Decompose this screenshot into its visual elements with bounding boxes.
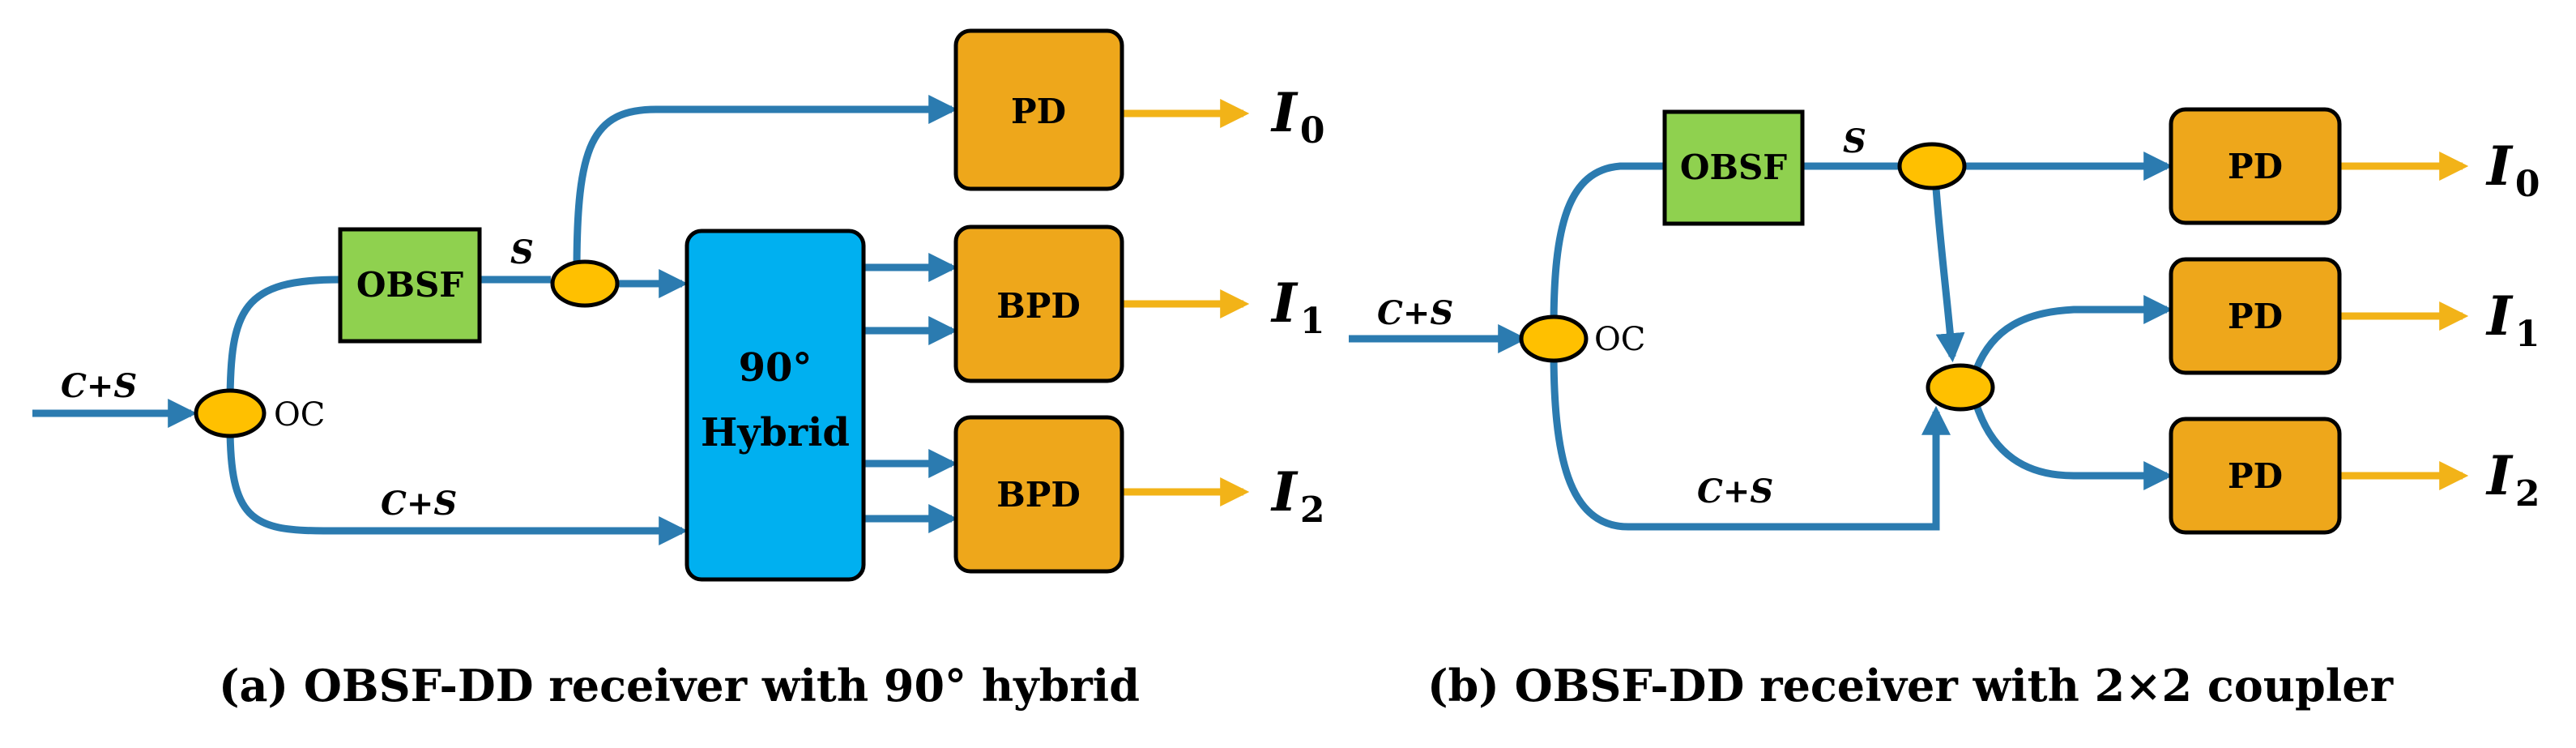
hybrid-box xyxy=(685,229,866,582)
obsf-label-b: OBSF xyxy=(1680,147,1787,187)
bpd2-label: BPD xyxy=(996,475,1081,515)
splitter-b xyxy=(1897,142,1967,190)
output-i0-b: I0 xyxy=(2485,135,2540,205)
output-i1-b-main: I xyxy=(2485,284,2514,348)
s-label-a: S xyxy=(510,233,534,271)
output-i1-b: I1 xyxy=(2485,284,2540,355)
output-i0-a: I0 xyxy=(1270,81,1325,152)
output-i1-a: I1 xyxy=(1270,271,1325,342)
fiber-coupler-to-pd2-b xyxy=(1973,404,2173,490)
hybrid-label-line2: Hybrid xyxy=(701,410,850,455)
output-i0-a-main: I xyxy=(1270,81,1299,144)
pd1-label-b: PD xyxy=(2228,297,2283,336)
lower-label-b: C+S xyxy=(1697,472,1773,511)
output-i2-b-sub: 2 xyxy=(2515,473,2540,515)
pd0-box-b xyxy=(2169,107,2342,225)
obsf-box-a xyxy=(338,227,482,344)
output-i2-a: I2 xyxy=(1270,460,1325,531)
fiber-oc-to-coupler-b xyxy=(1550,349,1951,531)
output-i2-b: I2 xyxy=(2485,444,2540,515)
pd0-label-b: PD xyxy=(2228,147,2283,186)
caption-b: (b) OBSF-DD receiver with 2×2 coupler xyxy=(1427,660,2394,712)
lower-label-a: C+S xyxy=(381,485,457,523)
fiber-coupler-to-pd1-b xyxy=(1973,295,2173,370)
fiber-oc-to-hybrid-a xyxy=(226,425,689,545)
obsf-label-a: OBSF xyxy=(356,265,463,305)
input-label-a: C+S xyxy=(61,367,137,405)
bpd2-box xyxy=(953,415,1124,574)
pd2-label-b: PD xyxy=(2228,456,2283,496)
output-i2-a-sub: 2 xyxy=(1300,489,1325,531)
caption-a: (a) OBSF-DD receiver with 90° hybrid xyxy=(219,660,1140,712)
hybrid-label-line1: 90° xyxy=(739,345,812,391)
optical-coupler-b xyxy=(1519,314,1589,363)
output-i0-b-main: I xyxy=(2485,135,2514,198)
output-i0-b-sub: 0 xyxy=(2515,164,2540,205)
output-i2-b-main: I xyxy=(2485,444,2514,507)
panel-b: C+S OC OBSF S C+S PD PD PD I0 I1 I2 (b) … xyxy=(1349,107,2540,712)
fiber-splitter-to-coupler-b xyxy=(1932,187,1965,363)
pd2-box-b xyxy=(2169,417,2342,535)
bpd1-label: BPD xyxy=(996,286,1081,326)
fiber-oc-to-obsf-b xyxy=(1550,162,1665,329)
pd1-box-b xyxy=(2169,257,2342,375)
optical-coupler-a xyxy=(194,388,267,438)
obsf-box-b xyxy=(1662,109,1805,226)
panel-a: C+S OC OBSF S C+S 90° Hybrid PD BPD BPD … xyxy=(32,28,1325,712)
bpd1-box xyxy=(953,224,1124,383)
output-i2-a-main: I xyxy=(1270,460,1299,524)
coupler-2x2 xyxy=(1926,363,1995,412)
output-i0-a-sub: 0 xyxy=(1300,110,1325,152)
oc-label-a: OC xyxy=(274,396,325,434)
input-label-b: C+S xyxy=(1377,294,1453,332)
splitter-a xyxy=(550,259,620,308)
output-i1-a-sub: 1 xyxy=(1300,301,1325,342)
fiber-splitter-to-pd-a xyxy=(573,95,958,272)
output-i1-a-main: I xyxy=(1270,271,1299,335)
pd-box-a xyxy=(953,28,1124,191)
oc-label-b: OC xyxy=(1594,321,1645,358)
fiber-oc-to-obsf-a xyxy=(226,276,341,406)
s-label-b: S xyxy=(1843,122,1866,160)
output-i1-b-sub: 1 xyxy=(2515,314,2540,355)
pd-label-a: PD xyxy=(1011,92,1066,131)
